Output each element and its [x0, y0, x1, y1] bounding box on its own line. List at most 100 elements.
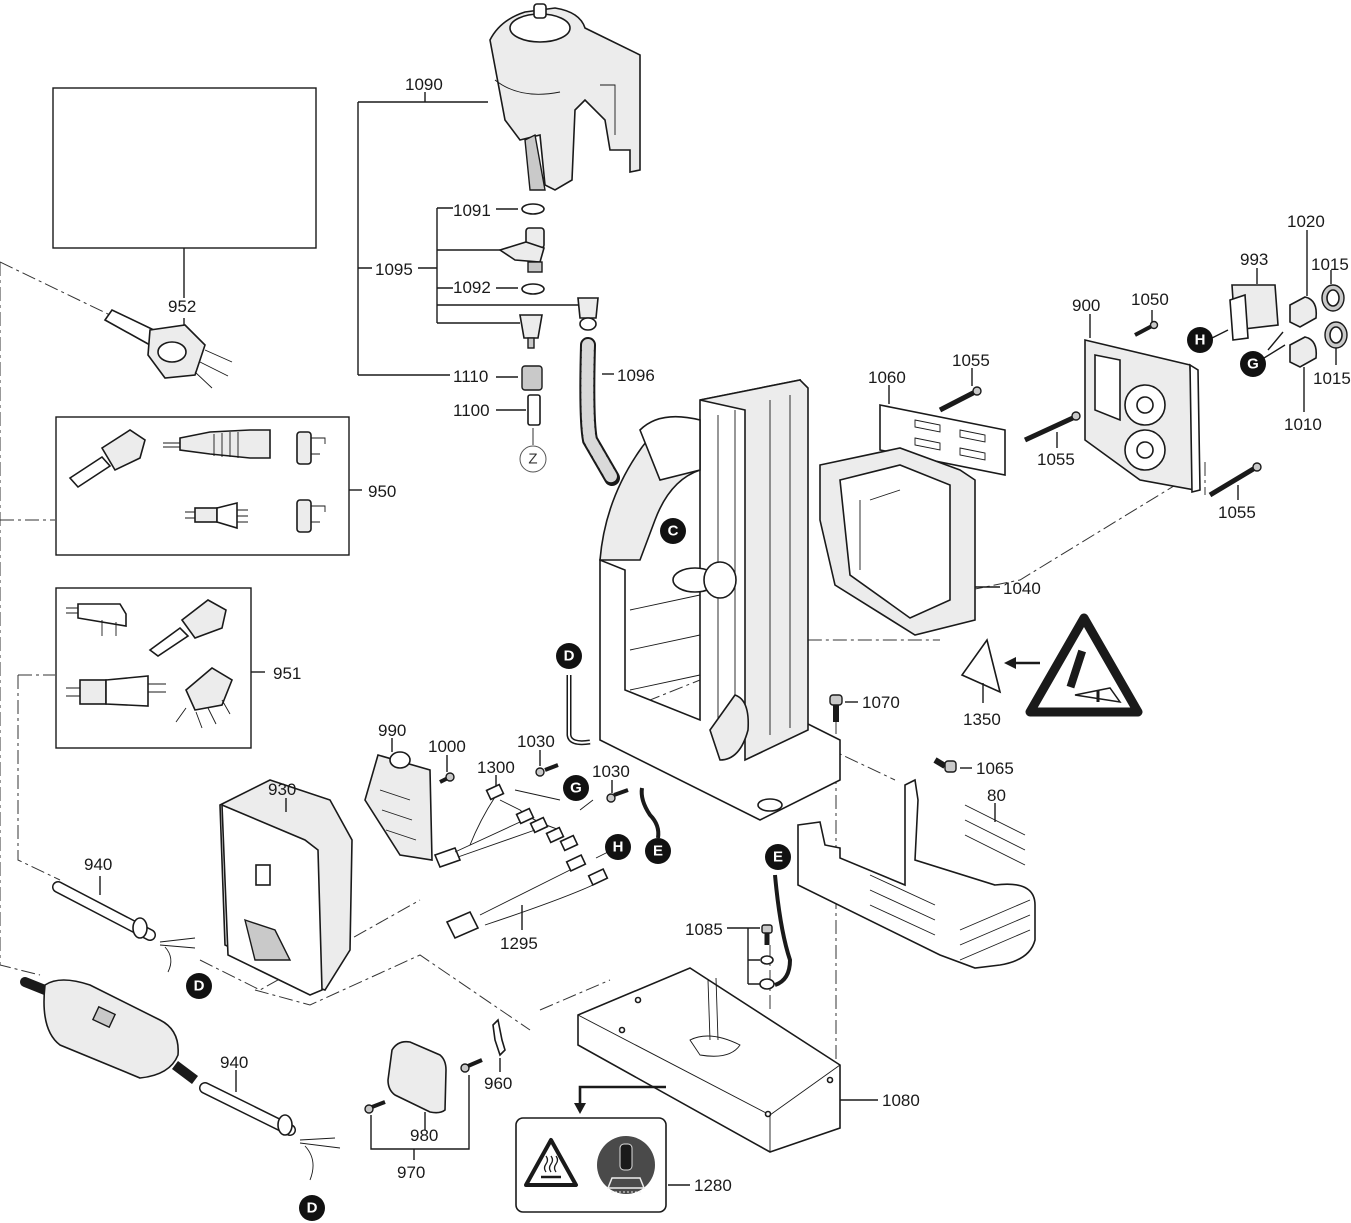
- part-960-clip: [492, 1018, 506, 1057]
- o-ring-1092: [521, 283, 545, 295]
- screw-1085-set: [759, 924, 775, 990]
- label-960: 960: [484, 1074, 512, 1093]
- label-1030-a: 1030: [517, 732, 555, 751]
- label-1040: 1040: [1003, 579, 1041, 598]
- part-1096-flex-hose: [579, 337, 620, 486]
- label-1092: 1092: [453, 278, 491, 297]
- stand-usage-icon: [597, 1136, 655, 1194]
- screw-1065: [933, 757, 957, 773]
- label-1295: 1295: [500, 934, 538, 953]
- label-1010: 1010: [1284, 415, 1322, 434]
- label-1110: 1110: [453, 367, 488, 386]
- label-1091: 1091: [453, 201, 491, 220]
- label-951: 951: [273, 664, 301, 683]
- marker-d-top-text: D: [564, 648, 575, 665]
- marker-e-left-text: E: [653, 843, 663, 860]
- angled-plug-icon: [66, 603, 127, 636]
- part-940-cable-upper: [52, 881, 196, 973]
- part-900-switch-plate: [1084, 338, 1201, 494]
- part-1010-knob: [1289, 336, 1318, 368]
- tipping-hazard-warning-icon: [1025, 613, 1143, 717]
- label-1020: 1020: [1287, 212, 1325, 231]
- part-1090-coolant-tank: [489, 3, 641, 191]
- marker-d-bottom-text: D: [307, 1200, 318, 1217]
- marker-c-text: C: [668, 523, 679, 540]
- marker-h-right-text: H: [1195, 332, 1206, 349]
- nozzle-fitting: [519, 314, 543, 349]
- label-1065: 1065: [976, 759, 1014, 778]
- cee-connector-icon: [163, 429, 271, 459]
- label-1100: 1100: [453, 401, 490, 420]
- schuko-plug-icon: [68, 429, 146, 489]
- part-993-rocker-switch: [1229, 284, 1279, 341]
- label-900: 900: [1072, 296, 1100, 315]
- label-1015-b: 1015: [1313, 369, 1351, 388]
- part-1020-knob: [1289, 296, 1318, 328]
- marker-g-mid-text: G: [570, 780, 582, 797]
- marker-d-left: [186, 973, 212, 999]
- arrow-to-1280: [578, 1085, 666, 1105]
- label-80: 80: [987, 786, 1006, 805]
- warning-label-1350: [960, 638, 1002, 694]
- ground-wire-e: [639, 787, 661, 839]
- part-950-plug-set: 950: [55, 416, 396, 556]
- label-1050: 1050: [1131, 290, 1169, 309]
- label-1280: 1280: [694, 1176, 732, 1195]
- screw-1000: [439, 772, 455, 784]
- label-1095: 1095: [375, 260, 413, 279]
- screw-1050: [1134, 320, 1159, 337]
- label-1300: 1300: [477, 758, 515, 777]
- ground-wire-e-2: [773, 874, 793, 987]
- label-1085: 1085: [685, 920, 723, 939]
- ground-wire-d: [566, 675, 591, 746]
- screw-1055-b: [1023, 411, 1081, 443]
- us-plug-icon: [66, 675, 166, 707]
- label-993: 993: [1240, 250, 1268, 269]
- marker-g-right: [1240, 351, 1266, 377]
- screw-970-b: [460, 1058, 483, 1073]
- label-1060: 1060: [868, 368, 906, 387]
- sa-plug-icon: [175, 667, 233, 729]
- label-1080: 1080: [882, 1091, 920, 1110]
- label-1015-a: 1015: [1311, 255, 1349, 274]
- screw-1055-a: [938, 386, 982, 413]
- label-950: 950: [368, 482, 396, 501]
- label-1350: 1350: [963, 710, 1001, 729]
- label-930: 930: [268, 780, 296, 799]
- label-1070: 1070: [862, 693, 900, 712]
- label-952: 952: [168, 297, 196, 316]
- label-1055-c: 1055: [1218, 503, 1256, 522]
- part-951-plug-set: 951: [55, 587, 301, 749]
- marker-d-bottom: [299, 1195, 325, 1221]
- label-990: 990: [378, 721, 406, 740]
- drill-stand-frame: [599, 379, 841, 821]
- marker-c: [660, 518, 686, 544]
- label-1030-b: 1030: [592, 762, 630, 781]
- part-980-cover: [387, 1040, 447, 1114]
- part-1295-harness: [445, 854, 609, 940]
- screw-1070: [829, 694, 843, 722]
- part-952-group: 952: [52, 87, 317, 389]
- label-940-a: 940: [84, 855, 112, 874]
- marker-e-left: [645, 838, 671, 864]
- label-970: 970: [397, 1163, 425, 1182]
- screw-1055-c: [1208, 462, 1262, 498]
- part-990-pcb: [364, 751, 433, 861]
- part-940-cable-lower-with-rcd: [20, 977, 341, 1181]
- marker-e-right: [765, 844, 791, 870]
- screw-1030-a: [535, 763, 559, 777]
- nut-1110: [521, 365, 543, 391]
- swiss-plug-icon: [185, 501, 248, 530]
- o-ring-1091: [521, 203, 545, 215]
- label-940-b: 940: [220, 1053, 248, 1072]
- marker-g-mid: [563, 775, 589, 801]
- label-1055-b: 1055: [1037, 450, 1075, 469]
- marker-e-right-text: E: [773, 849, 783, 866]
- marker-h-right: [1187, 327, 1213, 353]
- part-930-electronics-housing: [219, 779, 353, 996]
- schuko-plug-icon-2: [148, 599, 227, 657]
- marker-d-left-text: D: [194, 978, 205, 995]
- label-1055-a: 1055: [952, 351, 990, 370]
- label-980: 980: [410, 1126, 438, 1145]
- uk-plug-adapter-icon: [296, 431, 326, 465]
